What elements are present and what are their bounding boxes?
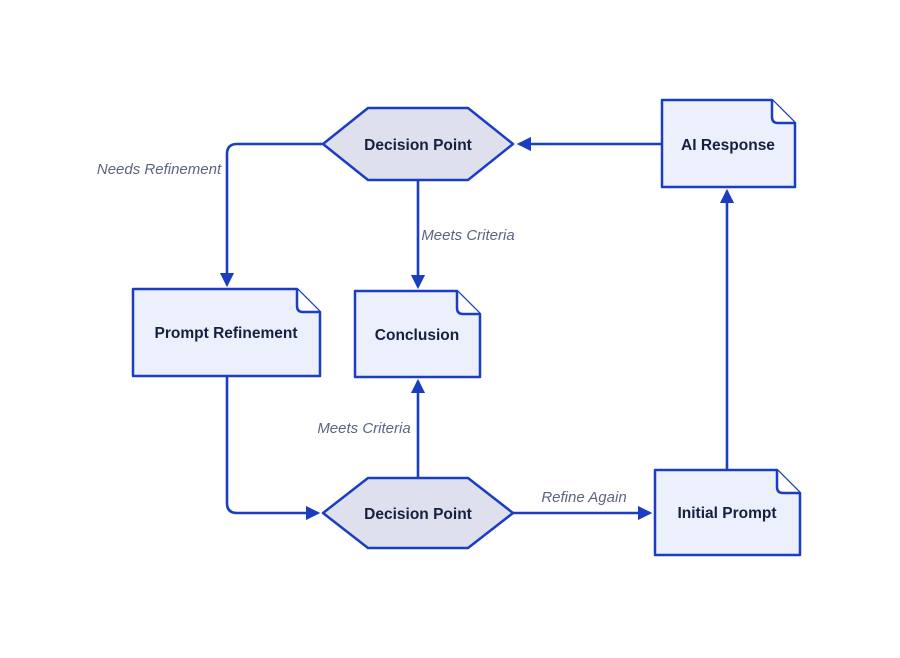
node-label: Decision Point <box>364 506 472 523</box>
folded-corner-icon <box>295 289 320 314</box>
node-conclusion: Conclusion <box>353 289 482 379</box>
node-decision-point-bottom: Decision Point <box>321 476 515 550</box>
node-label: AI Response <box>681 137 775 154</box>
edge-label-meets-criteria-bottom: Meets Criteria <box>317 420 410 437</box>
document-shape <box>353 289 482 379</box>
hexagon-shape <box>321 106 515 182</box>
folded-corner-icon <box>775 470 800 495</box>
folded-corner-icon <box>455 291 480 316</box>
node-label: Conclusion <box>375 327 459 344</box>
node-label: Initial Prompt <box>677 505 776 522</box>
node-label: Prompt Refinement <box>155 325 298 342</box>
edge-prompt-refinement-to-decision-bottom <box>225 376 321 521</box>
document-shape <box>660 98 797 189</box>
edge-label-group: Needs Refinement Meets Criteria Meets Cr… <box>97 161 627 506</box>
node-decision-point-top: Decision Point <box>321 106 515 182</box>
edge-decision-top-to-prompt-refinement <box>219 142 323 288</box>
hexagon-shape <box>321 476 515 550</box>
node-initial-prompt: Initial Prompt <box>653 468 802 557</box>
node-ai-response: AI Response <box>660 98 797 189</box>
node-label: Decision Point <box>364 137 472 154</box>
edge-label-needs-refinement: Needs Refinement <box>97 161 222 178</box>
folded-corner-icon <box>770 100 795 125</box>
edge-label-refine-again: Refine Again <box>541 489 626 506</box>
document-shape <box>653 468 802 557</box>
node-prompt-refinement: Prompt Refinement <box>131 287 322 378</box>
edge-group <box>219 136 735 521</box>
document-shape <box>131 287 322 378</box>
edge-label-meets-criteria-top: Meets Criteria <box>421 227 514 244</box>
